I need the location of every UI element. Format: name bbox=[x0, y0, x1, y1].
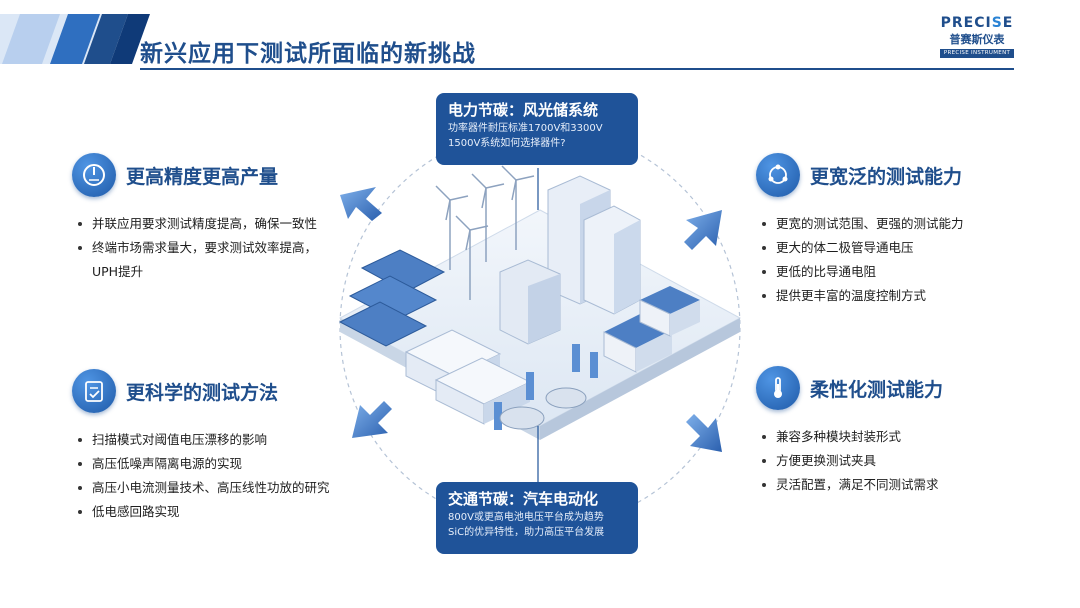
energy-storage-containers bbox=[404, 329, 532, 425]
list-item: 低电感回路实现 bbox=[72, 500, 372, 524]
arrow-top-right bbox=[684, 210, 722, 250]
ev-chargers-cars bbox=[494, 344, 598, 430]
houses bbox=[603, 286, 700, 373]
transport-carbon-line: 800V或更高电池电压平台成为趋势 bbox=[448, 512, 604, 523]
list-item: 方便更换测试夹具 bbox=[756, 449, 1016, 473]
thermometer-icon bbox=[756, 366, 800, 410]
list-item: 更大的体二极管导通电压 bbox=[756, 236, 1016, 260]
section-scientific-method: 更科学的测试方法 扫描模式对阈值电压漂移的影响 高压低噪声隔离电源的实现 高压小… bbox=[72, 368, 372, 524]
section-title: 更科学的测试方法 bbox=[126, 381, 279, 404]
list-item: 兼容多种模块封装形式 bbox=[756, 425, 1016, 449]
list-item: 扫描模式对阈值电压漂移的影响 bbox=[72, 428, 372, 452]
logo-english-name: PRECISE INSTRUMENT bbox=[940, 49, 1014, 58]
list-item: 提供更丰富的温度控制方式 bbox=[756, 284, 1016, 308]
header-stripes bbox=[0, 14, 150, 64]
section-higher-precision: 更高精度更高产量 并联应用要求测试精度提高，确保一致性 终端市场需求量大，要求测… bbox=[72, 152, 337, 284]
header-divider bbox=[140, 68, 1014, 70]
power-carbon-box: 电力节碳：风光储系统 功率器件耐压标准1700V和3300V 1500V系统如何… bbox=[436, 93, 638, 165]
transport-carbon-line: SiC的优异特性，助力高压平台发展 bbox=[448, 527, 605, 538]
brand-logo: PRECISE 普赛斯仪表 PRECISE INSTRUMENT bbox=[940, 14, 1014, 58]
transport-carbon-title: 交通节碳：汽车电动化 bbox=[448, 490, 599, 508]
arrow-bottom-right bbox=[686, 414, 722, 452]
section-flexible-capability: 柔性化测试能力 兼容多种模块封装形式 方便更换测试夹具 灵活配置，满足不同测试需… bbox=[756, 365, 1016, 497]
transport-carbon-box: 交通节碳：汽车电动化 800V或更高电池电压平台成为趋势 SiC的优异特性，助力… bbox=[436, 482, 638, 554]
section-title: 柔性化测试能力 bbox=[810, 378, 944, 401]
page-title: 新兴应用下测试所面临的新挑战 bbox=[140, 41, 476, 67]
list-item: 更低的比导通电阻 bbox=[756, 260, 1016, 284]
section-broader-capability: 更宽泛的测试能力 更宽的测试范围、更强的测试能力 更大的体二极管导通电压 更低的… bbox=[756, 152, 1016, 308]
gauge-icon bbox=[72, 153, 116, 197]
list-item: 高压低噪声隔离电源的实现 bbox=[72, 452, 372, 476]
power-carbon-line: 功率器件耐压标准1700V和3300V bbox=[448, 123, 603, 134]
section-title: 更高精度更高产量 bbox=[126, 165, 279, 188]
logo-chinese-name: 普赛斯仪表 bbox=[949, 33, 1005, 46]
section-title: 更宽泛的测试能力 bbox=[810, 165, 963, 188]
list-item: 灵活配置，满足不同测试需求 bbox=[756, 473, 1016, 497]
power-carbon-title: 电力节碳：风光储系统 bbox=[448, 101, 599, 119]
network-cycle-icon bbox=[756, 153, 800, 197]
list-item: 高压小电流测量技术、高压线性功放的研究 bbox=[72, 476, 372, 500]
arrow-bottom-left bbox=[352, 401, 392, 438]
solar-panel-array bbox=[338, 249, 446, 347]
logo-wordmark: PRECISE bbox=[940, 15, 1014, 31]
office-towers bbox=[499, 175, 641, 345]
list-item: 更宽的测试范围、更强的测试能力 bbox=[756, 212, 1016, 236]
checklist-icon bbox=[72, 369, 116, 413]
power-carbon-line: 1500V系统如何选择器件? bbox=[448, 138, 566, 149]
list-item: 终端市场需求量大，要求测试效率提高，UPH提升 bbox=[72, 236, 337, 284]
list-item: 并联应用要求测试精度提高，确保一致性 bbox=[72, 212, 337, 236]
wind-turbines bbox=[435, 165, 535, 300]
arrow-top-left bbox=[340, 187, 382, 221]
